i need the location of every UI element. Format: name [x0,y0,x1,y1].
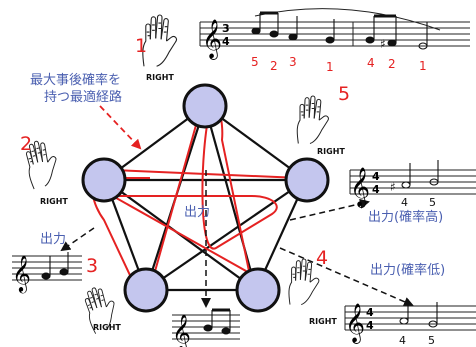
finger-num: 5 [428,334,435,347]
node-label-4: 4 [316,247,328,269]
top-score: 𝄞 3 4 ♯ 5 2 3 1 4 2 1 [199,8,470,74]
output-label-low: 出力(確率低) [370,262,445,278]
score-high: 𝄞 4 4 ♯ 4 5 [349,160,476,209]
node-label-3: 3 [86,255,98,277]
sharp-icon: ♯ [380,37,386,51]
score-left: 𝄞 [12,252,82,293]
finger-num: 4 [401,196,408,209]
score-low: 𝄞 4 4 4 5 [344,299,476,347]
finger-num: 1 [419,59,427,73]
state-node-3 [123,267,169,313]
sharp-icon: ♯ [390,180,396,194]
output-label-high: 出力(確率高) [368,209,443,225]
finger-num: 2 [388,57,396,71]
treble-clef-icon: 𝄞 [12,254,31,293]
finger-num: 5 [251,55,259,69]
finger-num: 1 [326,60,334,74]
hand-label: RIGHT [309,317,337,326]
state-node-5 [284,157,330,203]
optimal-path-label: 最大事後確率を [30,72,121,88]
state-node-2 [81,157,127,203]
finger-num: 4 [399,334,406,347]
treble-clef-icon: 𝄞 [345,303,365,344]
treble-clef-icon: 𝄞 [350,167,370,208]
output-arrows [60,170,414,308]
hand-label: RIGHT [146,73,174,82]
time-sig-num: 4 [372,170,380,183]
time-sig-top-den: 4 [222,35,230,48]
slur [254,8,441,31]
treble-clef-icon: 𝄞 [202,19,222,60]
top-notes [251,11,428,50]
time-sig-den: 4 [372,183,380,196]
hand-5: RIGHT [296,95,345,156]
state-node-1 [182,83,228,129]
hand-2: RIGHT [20,136,68,206]
state-node-4 [235,267,281,313]
time-sig-num: 4 [366,306,374,319]
score-bottom: 𝄞 [172,308,240,347]
hand-label: RIGHT [40,197,68,206]
treble-clef-icon: 𝄞 [172,313,191,347]
finger-num: 2 [270,59,278,73]
hand-label: RIGHT [317,147,345,156]
annotation-arrow [99,105,142,150]
finger-num: 5 [429,196,436,209]
output-label-center: 出力 [184,205,210,220]
node-label-2: 2 [20,133,32,155]
hand-1: RIGHT [142,14,177,82]
hand-4: RIGHT [288,258,337,326]
hand-3: RIGHT [79,282,123,335]
node-label-5: 5 [338,83,350,105]
hand-label: RIGHT [93,323,121,332]
optimal-path-label: 持つ最適経路 [44,89,122,105]
graph-nodes [81,83,330,313]
finger-num: 3 [289,55,297,69]
finger-num: 4 [367,56,375,70]
time-sig-den: 4 [366,319,374,332]
output-label-left: 出力 [40,232,66,247]
node-label-1: 1 [135,35,147,57]
time-sig-top-num: 3 [222,22,230,35]
